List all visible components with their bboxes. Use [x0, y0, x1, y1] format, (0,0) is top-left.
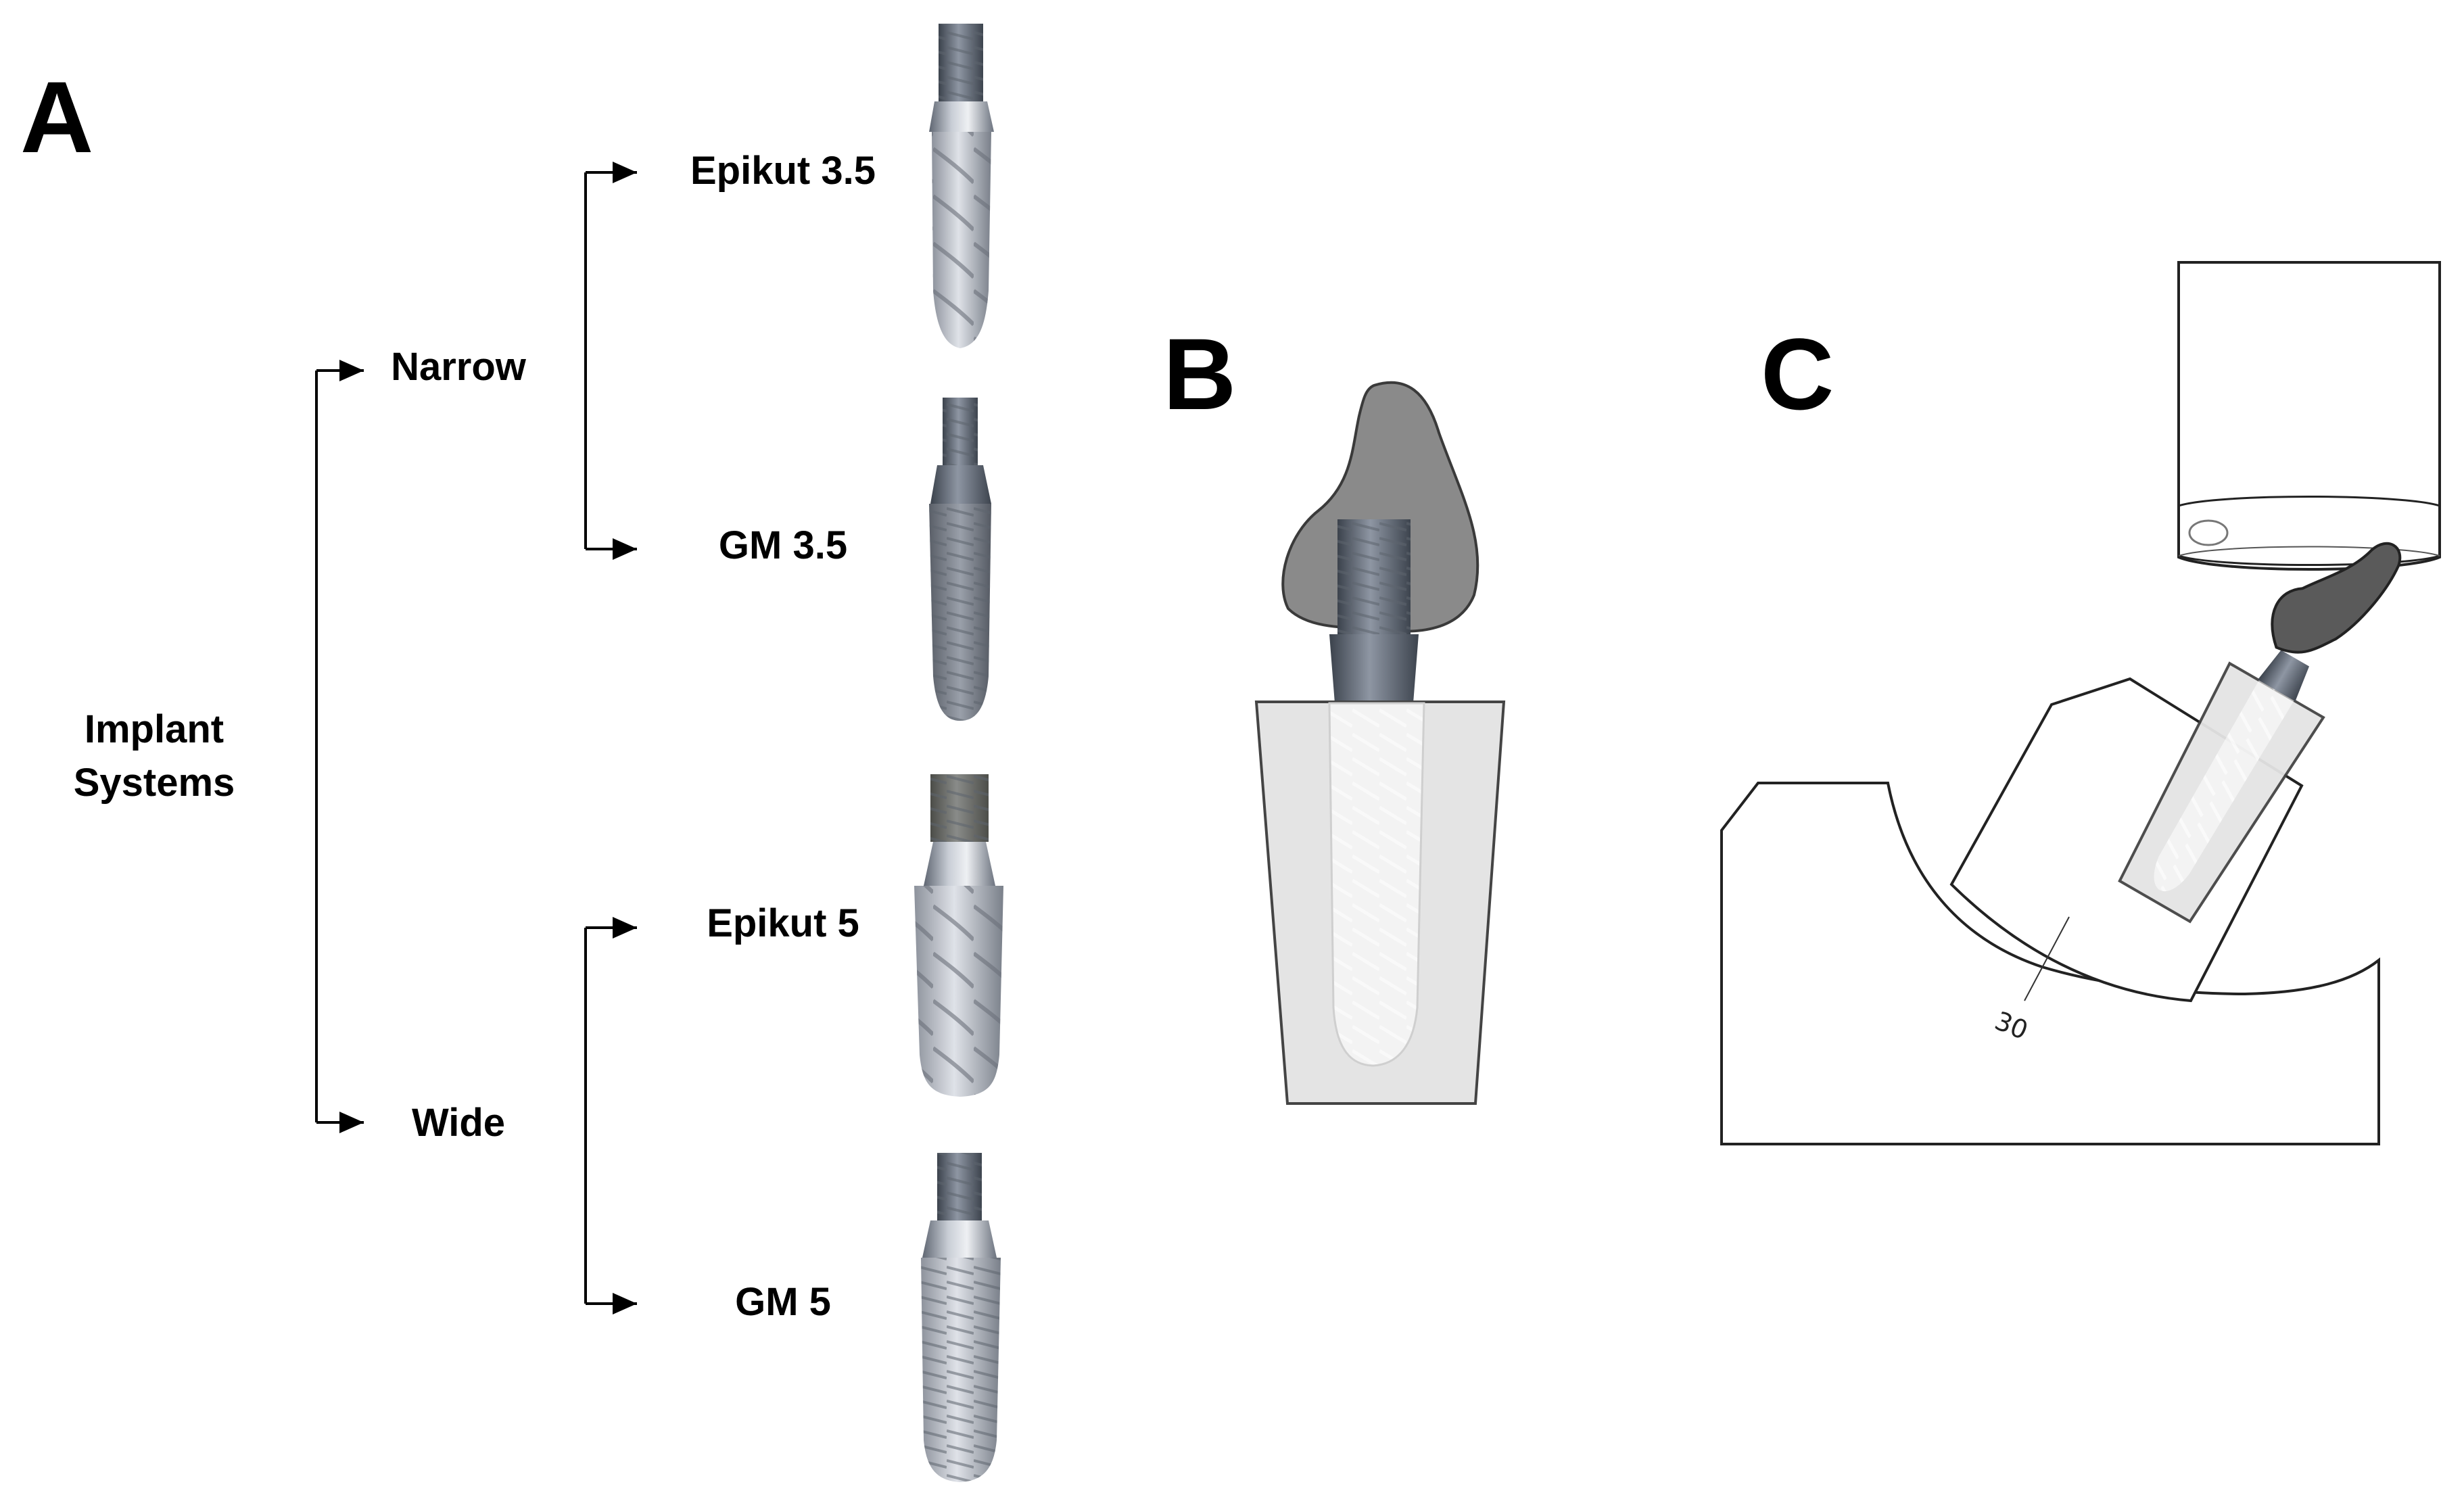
panel-b-specimen	[1254, 381, 1506, 1105]
epikut-35-label: Epikut 3.5	[690, 149, 876, 193]
panel-c-label: C	[1761, 317, 1834, 431]
panel-a-label: A	[20, 60, 93, 174]
narrow-label: Narrow	[391, 345, 527, 389]
implant-epikut-5-image	[914, 774, 1003, 1097]
angle-indicator-line	[2024, 916, 2070, 1001]
epikut-5-label: Epikut 5	[707, 901, 859, 945]
implant-epikut-35-image	[929, 24, 994, 348]
gm-5-label: GM 5	[735, 1280, 831, 1324]
panel-c-setup: 30	[1720, 261, 2441, 1145]
tree-connectors	[315, 162, 637, 1314]
root-label-line1: Implant	[85, 707, 224, 751]
gm-35-label: GM 3.5	[719, 523, 847, 567]
implant-gm-35-image	[929, 398, 991, 721]
implant-gm-5-image	[921, 1153, 1001, 1482]
wide-label: Wide	[412, 1101, 505, 1145]
panel-b-label: B	[1163, 317, 1236, 431]
root-label-line2: Systems	[74, 761, 235, 805]
loading-piston	[2177, 261, 2441, 571]
